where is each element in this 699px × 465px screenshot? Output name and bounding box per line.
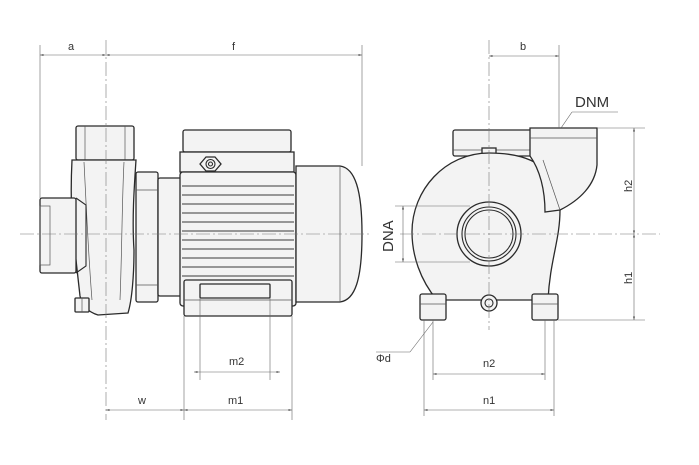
terminal-box-lid [182, 129, 292, 153]
dim-a-label: a [68, 41, 75, 53]
cable-gland-nut [199, 156, 222, 172]
dim-w-label: w [137, 395, 146, 407]
terminal-box [179, 151, 295, 173]
adapter-bracket [135, 171, 159, 303]
front-view [400, 40, 660, 330]
foot-right [531, 293, 559, 321]
dim-b-label: b [520, 41, 526, 53]
inlet-flange [39, 197, 77, 274]
pump-volute [70, 159, 137, 316]
dim-m1-label: m1 [228, 395, 243, 407]
dim-f-label: f [232, 41, 236, 53]
dim-m2-label: m2 [229, 356, 244, 368]
dim-phid-label: Φd [376, 353, 391, 365]
dim-dnm-label: DNM [575, 94, 609, 111]
foot-left [419, 293, 447, 321]
side-view [20, 40, 370, 420]
side-dimensions: a f m2 w m1 [39, 41, 363, 420]
dim-n2-label: n2 [483, 358, 495, 370]
dim-dna-label: DNA [380, 220, 397, 252]
motor-fins [182, 185, 294, 277]
dim-n1-label: n1 [483, 395, 495, 407]
dim-h1-label: h1 [623, 272, 635, 284]
front-dimensions: b DNM h2 h1 DNA Φd n2 n1 [376, 41, 645, 416]
dim-h2-label: h2 [623, 180, 635, 192]
